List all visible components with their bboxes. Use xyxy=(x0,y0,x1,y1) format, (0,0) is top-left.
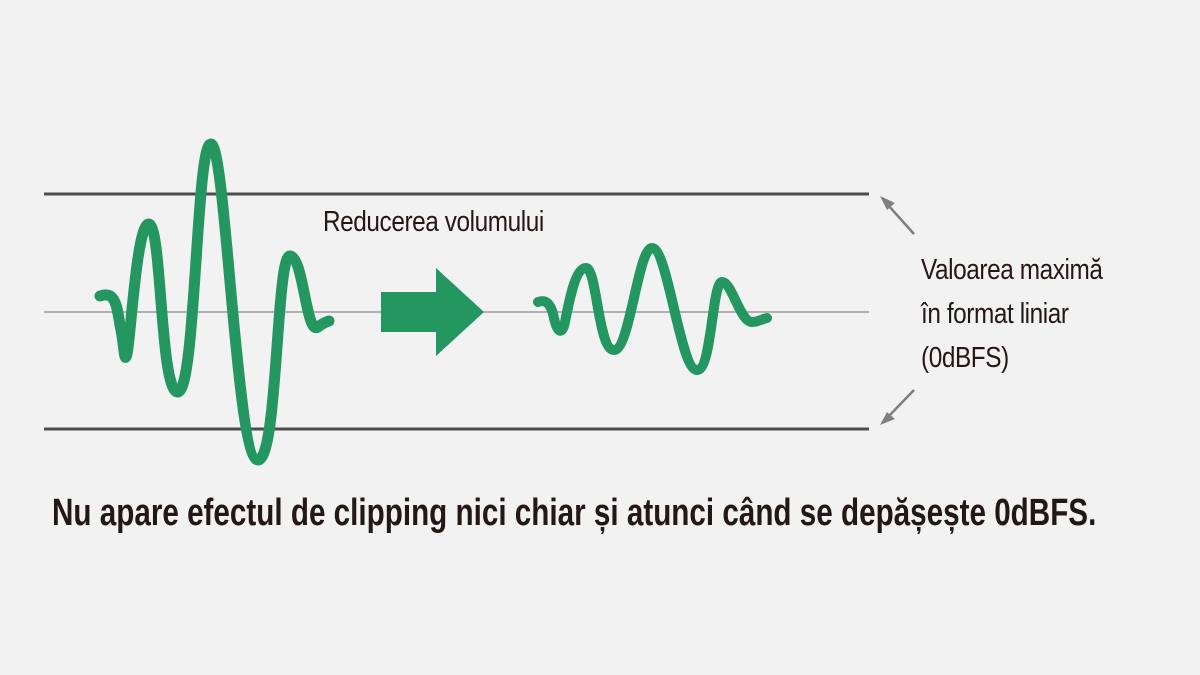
caption: Nu apare efectul de clipping nici chiar … xyxy=(52,492,1097,534)
diagonal-arrow-icon xyxy=(880,196,915,235)
max-value-label-line3: (0dBFS) xyxy=(921,342,1009,374)
max-value-label-line2: în format liniar xyxy=(921,298,1069,330)
max-value-label-line1: Valoarea maximă xyxy=(921,254,1103,286)
right-arrow-icon xyxy=(381,268,484,356)
original-waveform xyxy=(94,138,335,466)
reduce-volume-label: Reducerea volumului xyxy=(323,206,544,238)
diagonal-arrow-icon xyxy=(880,389,915,425)
max-value-label: Valoarea maximă în format liniar (0dBFS) xyxy=(921,248,1103,380)
reduced-waveform xyxy=(533,243,772,375)
